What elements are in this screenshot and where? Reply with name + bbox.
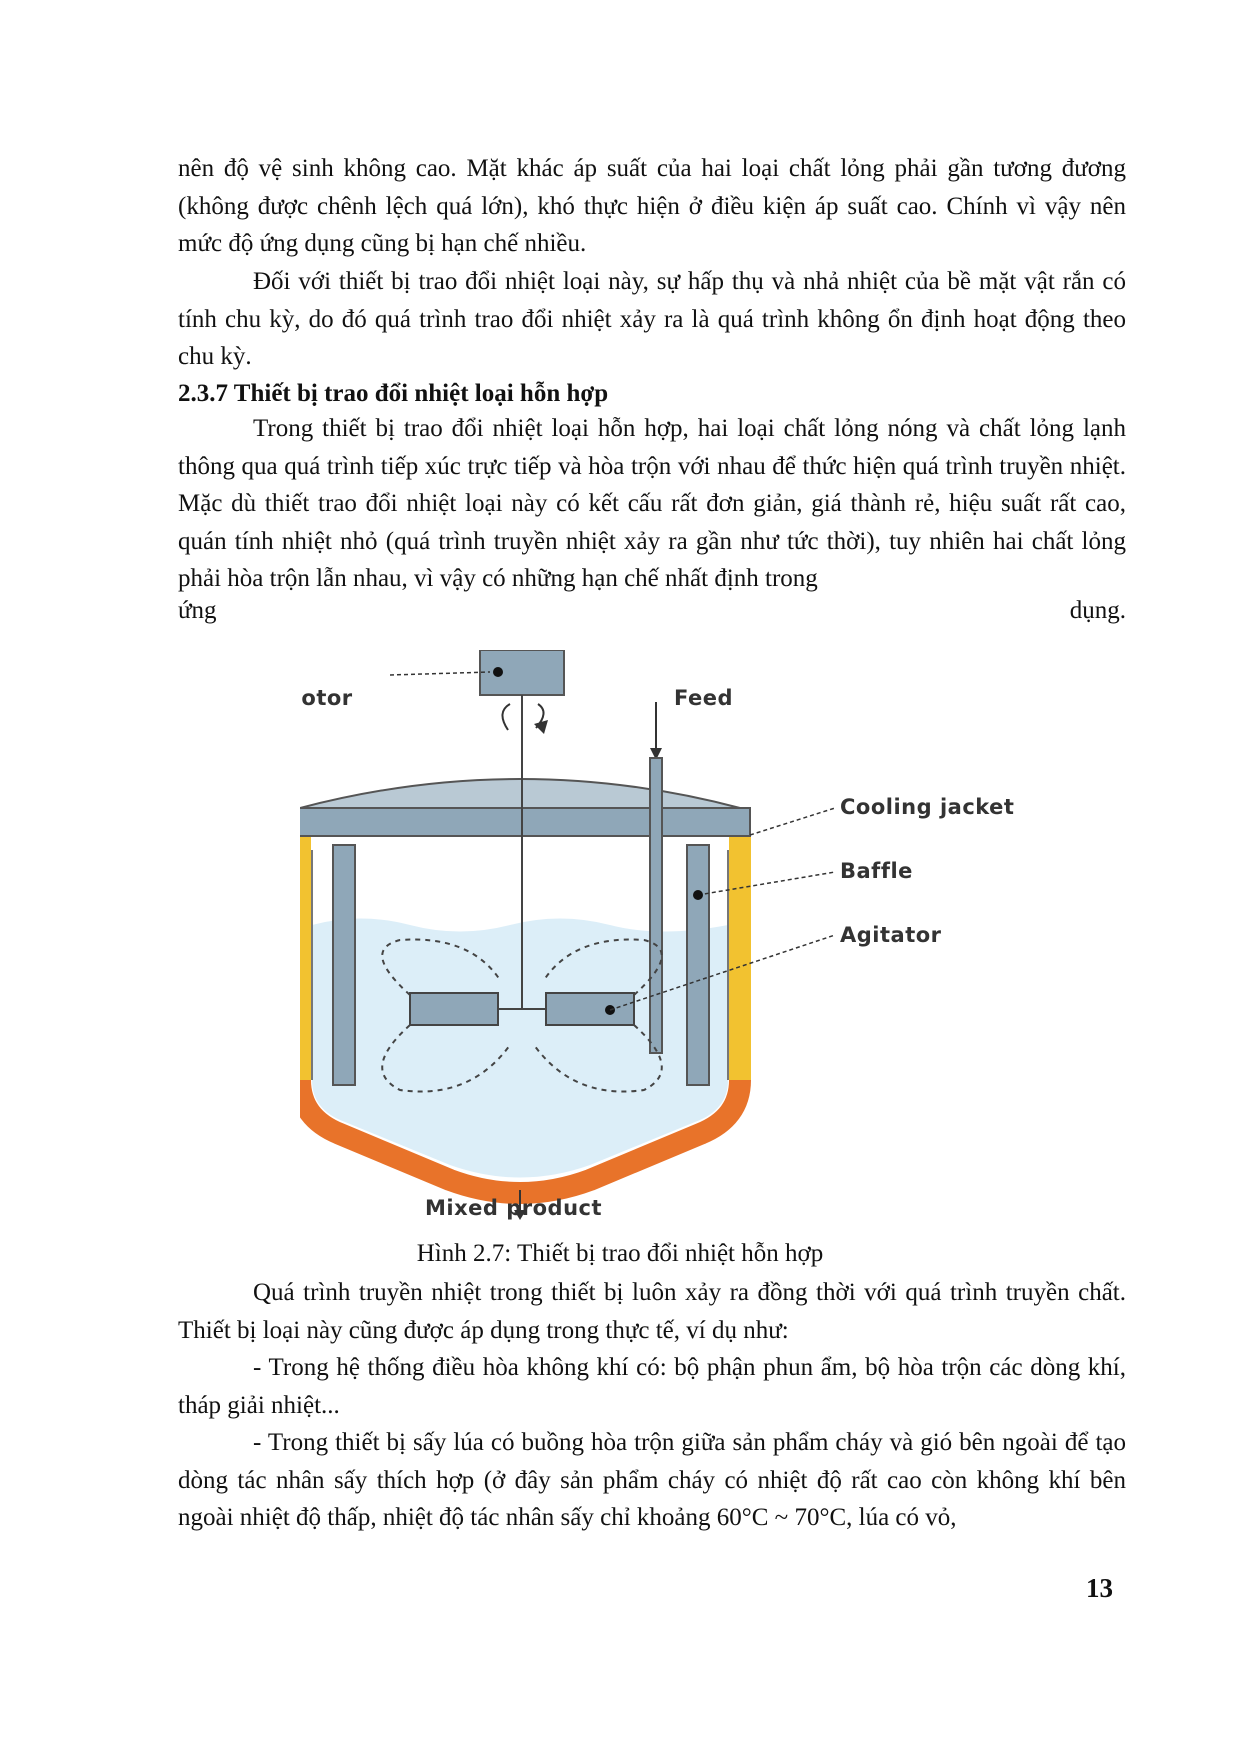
flow-loops [381,938,663,1093]
cooling-jacket-right [729,835,751,1080]
rotation-arrow-left [501,703,511,731]
feed-tube [649,757,663,1054]
last-line-left-word: ứng [178,597,217,624]
feed-pipe [649,702,663,1054]
baffle-right [686,844,710,1086]
paragraph-3: Trong thiết bị trao đổi nhiệt loại hỗn h… [178,415,1126,592]
paragraph-3-last-line: ứng dụng. [178,597,1126,625]
label-motor: Motor [300,686,353,710]
label-baffle: Baffle [840,859,913,883]
label-agitator: Agitator [840,923,942,947]
impeller-blade-right [545,992,635,1026]
outlet-arrowhead [514,1210,526,1220]
vessel-lid [300,807,751,837]
paragraph-6: - Trong thiết bị sấy lúa có buồng hòa tr… [178,1429,1126,1531]
label-mixed-product: Mixed product [425,1196,602,1220]
label-feed: Feed [674,686,733,710]
feed-arrowhead [650,748,662,760]
baffle-left [332,844,356,1086]
paragraph-1: nên độ vệ sinh không cao. Mặt khác áp su… [178,155,1126,257]
motor-assembly [479,650,565,1010]
baffle-dot [693,890,703,900]
mixing-heat-exchanger-figure: Motor Feed Cooling jacket Baffle Agitato… [300,650,1014,1220]
impeller-blade-left [409,992,499,1026]
motor-box [479,650,565,696]
motor-dot [493,667,503,677]
vessel-lid-dome [300,778,741,809]
leader-lines [389,671,836,1011]
last-line-right-word: dụng. [1069,597,1126,624]
section-heading: 2.3.7 Thiết bị trao đổi nhiệt loại hỗn h… [178,380,609,407]
figure-caption: Hình 2.7: Thiết bị trao đổi nhiệt hỗn hợ… [416,1240,824,1267]
paragraph-5: - Trong hệ thống điều hòa không khí có: … [178,1354,1126,1419]
paragraph-2: Đối với thiết bị trao đổi nhiệt loại này… [178,268,1126,370]
outlet [514,1190,526,1220]
rotation-arrowhead [534,720,548,734]
label-cooling-jacket: Cooling jacket [840,795,1014,819]
cooling-jacket-left [300,835,311,1080]
agitator-impeller [409,992,635,1026]
vessel-body [300,778,751,1204]
page-number: 13 [1086,1573,1113,1603]
paragraph-4: Quá trình truyền nhiệt trong thiết bị lu… [178,1279,1126,1344]
liquid-fill [312,918,728,1178]
